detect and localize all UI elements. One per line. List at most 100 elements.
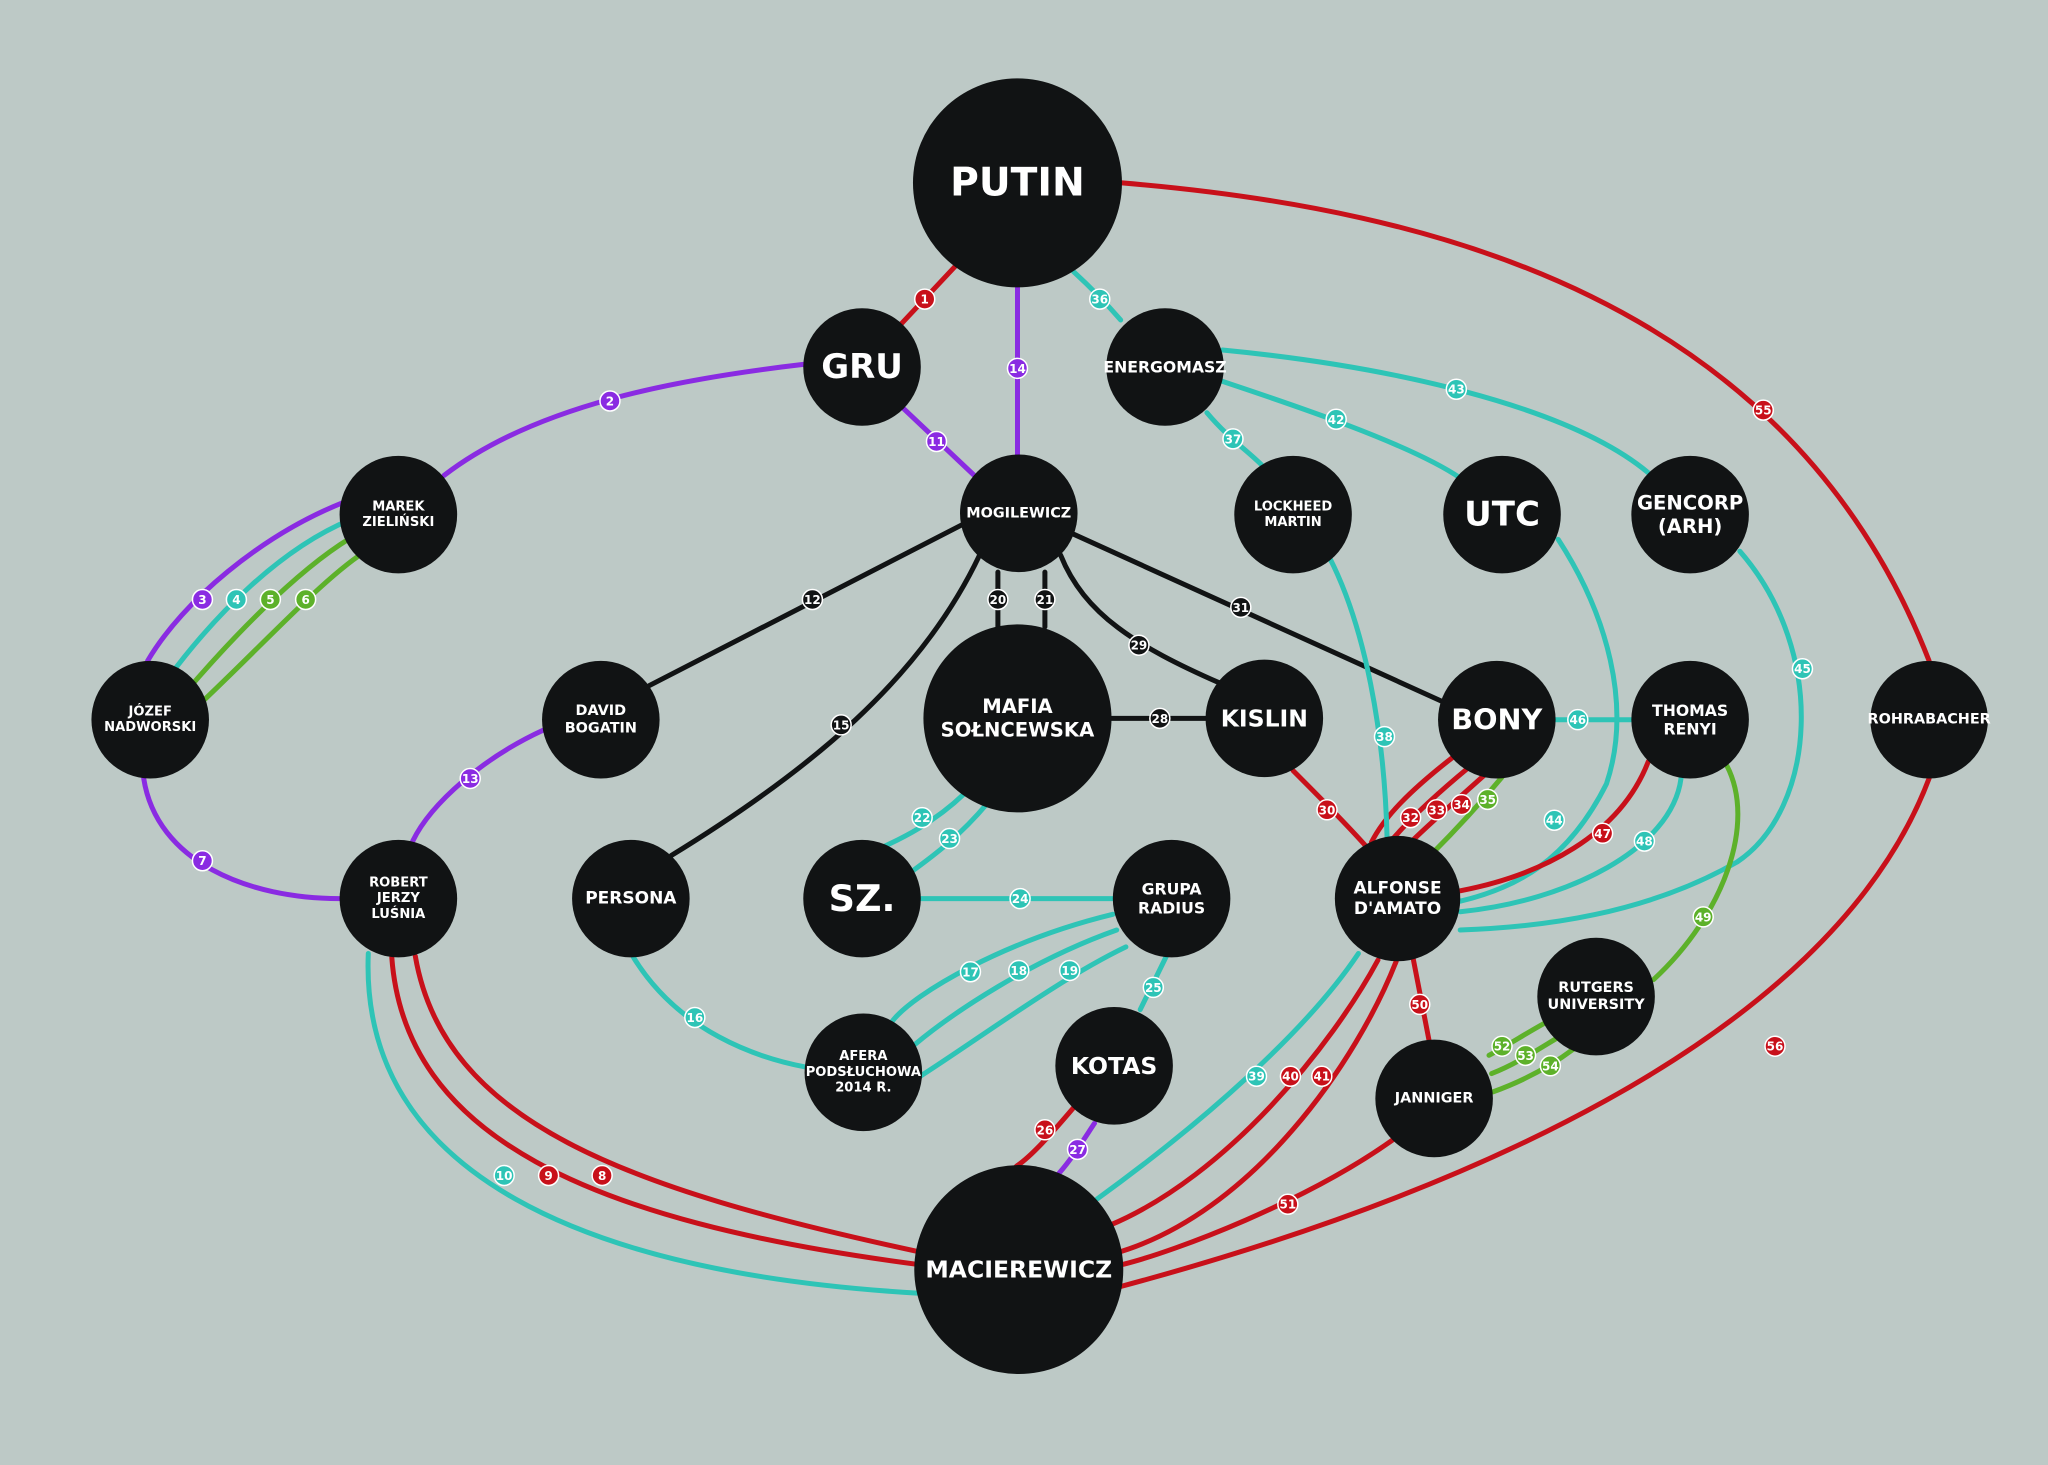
badge-circle-16 [684,1006,706,1029]
badge-number-38: 38 [1376,730,1393,744]
badge-27: 27 [1066,1138,1089,1161]
node-label-radius: RADIUS [1138,899,1205,918]
badge-circle-50 [1409,993,1431,1016]
badge-24: 24 [1009,887,1031,910]
badge-number-40: 40 [1282,1070,1299,1084]
badge-16: 16 [684,1006,706,1029]
badge-number-41: 41 [1313,1070,1330,1084]
badge-circle-5 [259,588,282,611]
badge-circle-56 [1764,1035,1786,1057]
badge-number-2: 2 [606,394,614,408]
badge-number-12: 12 [804,593,821,607]
badge-36: 36 [1089,288,1111,310]
badge-circle-39 [1245,1065,1268,1087]
node-label-sz: SZ. [829,877,896,920]
badge-circle-11 [925,430,948,453]
badge-23: 23 [938,827,961,850]
node-label-kislin: KISLIN [1221,704,1308,732]
node-label-energomasz: ENERGOMASZ [1103,358,1226,377]
badge-circle-53 [1514,1044,1537,1067]
node-circle-bony [1438,660,1556,779]
badge-circle-42 [1325,408,1347,431]
badge-26: 26 [1034,1119,1056,1141]
badge-number-33: 33 [1428,803,1445,817]
badge-circle-41 [1311,1065,1333,1087]
node-label-david: BOGATIN [565,720,637,736]
badge-circle-6 [294,588,317,611]
node-circle-kotas [1055,1007,1173,1125]
badge-7: 7 [191,849,214,872]
badge-circle-4 [225,588,248,611]
badge-circle-47 [1591,822,1614,845]
badge-circle-30 [1316,799,1338,821]
badge-35: 35 [1476,788,1499,811]
badge-number-21: 21 [1037,593,1054,607]
badge-5: 5 [259,588,282,611]
connection-line-8 [412,953,920,1254]
node-label-rutgers: RUTGERS [1558,980,1634,996]
node-circle-persona [572,839,690,958]
node-label-marek: MAREK [372,499,425,514]
badge-circle-23 [938,827,961,850]
badge-number-29: 29 [1131,639,1148,653]
node-label-afera: 2014 R. [835,1081,891,1096]
node-circle-jozef [91,660,209,779]
connection-line-55 [1119,180,1932,664]
badge-circle-28 [1149,707,1171,730]
node-janniger: JANNIGER [1375,1039,1493,1158]
connection-line-38 [1327,555,1390,841]
badge-number-25: 25 [1145,981,1162,995]
connection-line-9 [389,954,920,1267]
node-label-marek: ZIELIŃSKI [362,514,434,530]
connection-line-48 [1457,775,1684,915]
badge-44: 44 [1543,809,1566,831]
badge-number-45: 45 [1794,662,1811,676]
node-label-utc: UTC [1464,495,1540,535]
badge-15: 15 [830,714,852,736]
node-label-mogilewicz: MOGILEWICZ [966,505,1071,521]
node-label-david: DAVID [576,703,627,719]
badge-number-14: 14 [1009,362,1026,376]
node-label-afera: AFERA [839,1049,888,1064]
node-circle-janniger [1375,1039,1493,1158]
badge-circle-51 [1277,1193,1299,1215]
connection-line-29 [1058,552,1223,686]
badge-circle-3 [191,588,214,611]
badge-number-1: 1 [921,293,929,307]
badge-circle-14 [1006,357,1029,380]
badge-circle-21 [1034,588,1056,611]
connection-line-6 [196,546,373,708]
node-label-kotas: KOTAS [1071,1052,1157,1080]
badge-14: 14 [1006,357,1029,380]
badge-circle-24 [1009,887,1031,910]
badge-circle-43 [1445,378,1468,400]
badge-number-50: 50 [1411,998,1428,1012]
badge-number-34: 34 [1453,798,1470,812]
badge-21: 21 [1034,588,1056,611]
badge-circle-55 [1752,399,1775,421]
node-macierewicz: MACIEREWICZ [914,1165,1124,1375]
badge-circle-35 [1476,788,1499,811]
badge-number-4: 4 [232,593,240,607]
node-putin: PUTIN [912,78,1122,288]
badge-circle-44 [1543,809,1566,831]
node-gencorp: GENCORP(ARH) [1631,455,1749,574]
node-label-robert: LUŚNIA [371,906,426,922]
badge-50: 50 [1409,993,1431,1016]
badge-number-3: 3 [198,593,206,607]
badge-2: 2 [599,390,621,412]
node-label-janniger: JANNIGER [1394,1090,1474,1106]
badge-32: 32 [1399,806,1422,829]
badge-53: 53 [1514,1044,1537,1067]
badge-circle-31 [1230,596,1252,619]
badge-47: 47 [1591,822,1614,845]
connection-line-26 [1013,1105,1077,1169]
node-circle-mafia [923,624,1112,813]
badge-number-35: 35 [1479,793,1496,807]
node-label-gencorp: GENCORP [1637,491,1743,514]
badge-circle-52 [1491,1035,1513,1057]
